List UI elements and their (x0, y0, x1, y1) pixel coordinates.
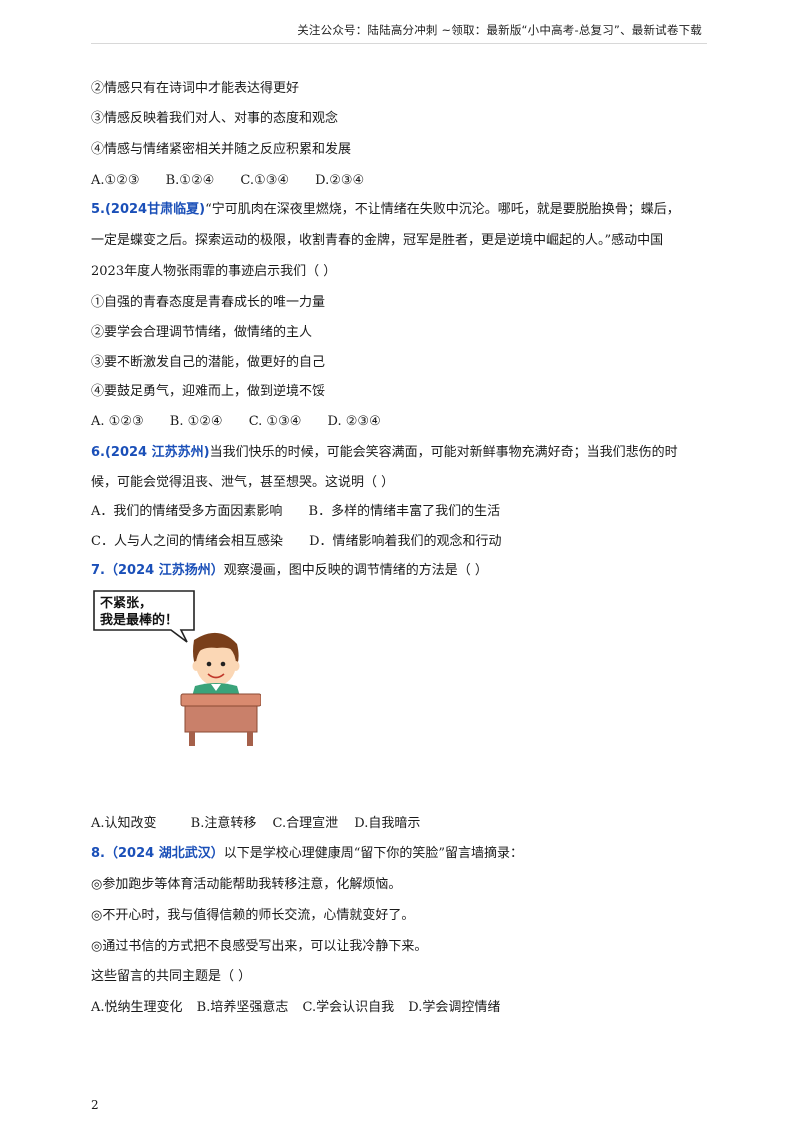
desk (180, 693, 261, 746)
speech-bubble (93, 590, 195, 643)
q8-option-b[interactable]: B.培养坚强意志 (196, 1000, 289, 1015)
q7-comic-image: 不紧张， 我是最棒的！ (93, 590, 261, 746)
q8-message-1: ◎参加跑步等体育活动能帮助我转移注意，化解烦恼。 (91, 877, 402, 892)
bubble-line-1: 不紧张， (100, 596, 152, 611)
q8-option-c[interactable]: C.学会认识自我 (302, 1000, 395, 1015)
q7-option-b[interactable]: B.注意转移 (190, 816, 257, 831)
q8-message-3: ◎通过书信的方式把不良感受写出来，可以让我冷静下来。 (91, 939, 428, 954)
q4-options: A.①②③ B.①②④ C.①③④ D.②③④ (91, 172, 364, 190)
q8-message-2: ◎不开心时，我与值得信赖的师长交流，心情就变好了。 (91, 908, 415, 923)
q5-option-d[interactable]: D. ②③④ (327, 414, 381, 429)
q5-stem-line-2: 一定是蝶变之后。探索运动的极限，收割青春的金牌，冠军是胜者，更是逆境中崛起的人。… (91, 233, 664, 248)
q8-number: 8.（2024 湖北武汉） (91, 846, 224, 861)
q6-options-row-1: A．我们的情绪受多方面因素影响 B．多样的情绪丰富了我们的生活 (91, 503, 500, 521)
q5-statement-1: ①自强的青春态度是青春成长的唯一力量 (91, 295, 326, 310)
boy-figure (191, 632, 241, 702)
q5-statement-2: ②要学会合理调节情绪，做情绪的主人 (91, 325, 313, 340)
q8-text: 以下是学校心理健康周“留下你的笑脸”留言墙摘录： (223, 846, 523, 861)
q5-option-a[interactable]: A. ①②③ (91, 414, 144, 429)
q6-number: 6.(2024 江苏苏州) (91, 445, 210, 460)
q8-options: A.悦纳生理变化 B.培养坚强意志 C.学会认识自我 D.学会调控情绪 (91, 999, 500, 1017)
q5-number: 5.(2024甘肃临夏) (91, 202, 206, 217)
q7-option-a[interactable]: A.认知改变 (91, 816, 157, 831)
q7-stem: 7.（2024 江苏扬州）观察漫画，图中反映的调节情绪的方法是（ ） (91, 562, 488, 580)
q4-option-c[interactable]: C.①③④ (240, 173, 290, 188)
q7-option-c[interactable]: C.合理宣泄 (272, 816, 339, 831)
q5-option-b[interactable]: B. ①②④ (169, 414, 223, 429)
q4-option-b[interactable]: B.①②④ (165, 173, 215, 188)
q5-statement-4: ④要鼓足勇气，迎难而上，做到逆境不馁 (91, 384, 326, 399)
q8-option-d[interactable]: D.学会调控情绪 (408, 1000, 501, 1015)
q4-statement-3: ③情感反映着我们对人、对事的态度和观念 (91, 111, 339, 126)
q6-option-c[interactable]: C．人与人之间的情绪会相互感染 (91, 534, 283, 549)
page-number: 2 (91, 1098, 99, 1112)
page-header: 关注公众号：陆陆高分冲刺 ~领取：最新版“小中高考-总复习”、最新试卷下载 (297, 23, 702, 37)
q5-stem-line-1: 5.(2024甘肃临夏)“宁可肌肉在深夜里燃烧，不让情绪在失败中沉沦。哪吒，就是… (91, 201, 680, 219)
q6-text-1: 当我们快乐的时候，可能会笑容满面，可能对新鲜事物充满好奇；当我们悲伤的时 (209, 445, 678, 460)
q7-number: 7.（2024 江苏扬州） (91, 563, 224, 578)
q7-text: 观察漫画，图中反映的调节情绪的方法是（ ） (223, 563, 488, 578)
q5-stem-line-3: 2023年度人物张雨霏的事迹启示我们（ ） (91, 264, 337, 279)
q8-question: 这些留言的共同主题是（ ） (91, 969, 252, 984)
q6-stem-line-1: 6.(2024 江苏苏州)当我们快乐的时候，可能会笑容满面，可能对新鲜事物充满好… (91, 444, 678, 462)
q5-options: A. ①②③ B. ①②④ C. ①③④ D. ②③④ (91, 413, 381, 431)
q5-option-c[interactable]: C. ①③④ (248, 414, 302, 429)
q5-statement-3: ③要不断激发自己的潜能，做更好的自己 (91, 355, 326, 370)
q7-options: A.认知改变 B.注意转移 C.合理宣泄 D.自我暗示 (91, 815, 420, 833)
q4-statement-2: ②情感只有在诗词中才能表达得更好 (91, 81, 300, 96)
q6-option-b[interactable]: B．多样的情绪丰富了我们的生活 (308, 504, 501, 519)
q4-statement-4: ④情感与情绪紧密相关并随之反应积累和发展 (91, 142, 352, 157)
q6-options-row-2: C．人与人之间的情绪会相互感染 D．情绪影响着我们的观念和行动 (91, 533, 502, 551)
q8-stem: 8.（2024 湖北武汉）以下是学校心理健康周“留下你的笑脸”留言墙摘录： (91, 845, 523, 863)
q6-option-a[interactable]: A．我们的情绪受多方面因素影响 (91, 504, 283, 519)
q6-stem-line-2: 候，可能会觉得沮丧、泄气，甚至想哭。这说明（ ） (91, 475, 395, 490)
bubble-line-2: 我是最棒的！ (100, 612, 178, 628)
q5-text-1: “宁可肌肉在深夜里燃烧，不让情绪在失败中沉沦。哪吒，就是要脱胎换骨；蝶后， (205, 202, 680, 217)
q7-option-d[interactable]: D.自我暗示 (354, 816, 421, 831)
q6-option-d[interactable]: D．情绪影响着我们的观念和行动 (309, 534, 502, 549)
header-divider (91, 43, 707, 44)
q4-option-a[interactable]: A.①②③ (91, 173, 140, 188)
q8-option-a[interactable]: A.悦纳生理变化 (91, 1000, 183, 1015)
q4-option-d[interactable]: D.②③④ (315, 173, 365, 188)
